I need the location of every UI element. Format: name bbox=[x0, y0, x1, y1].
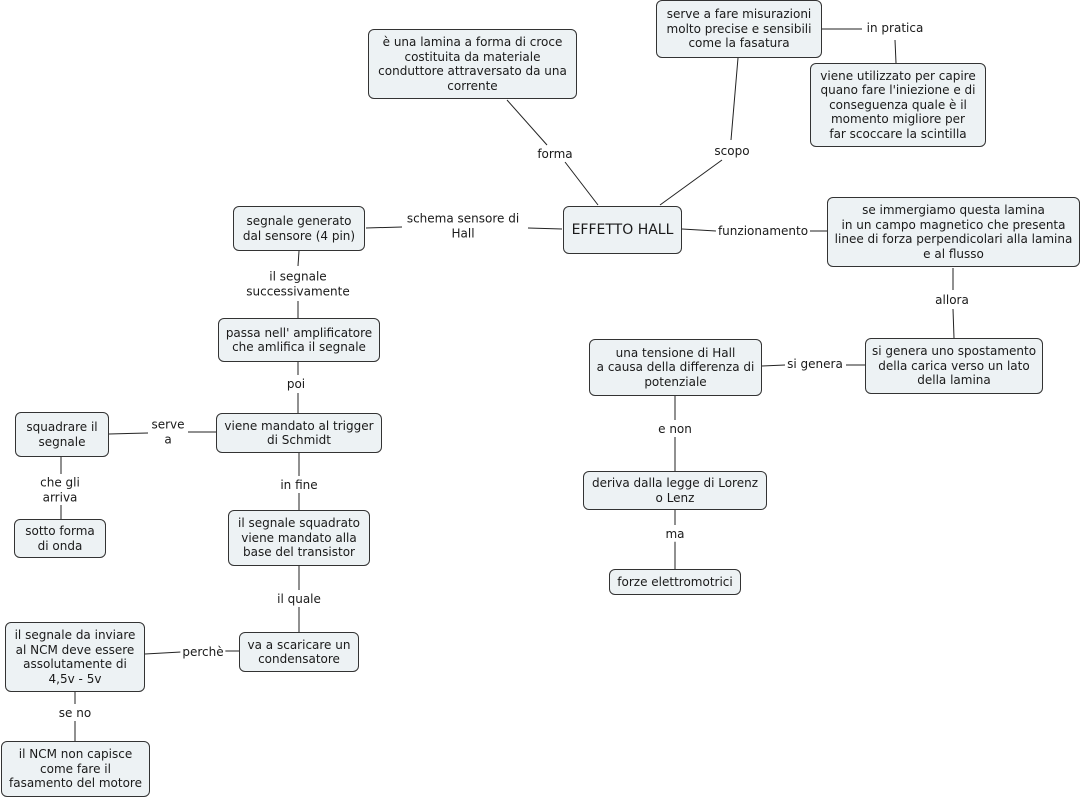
node-trigger[interactable]: viene mandato al trigger di Schmidt bbox=[216, 413, 382, 453]
node-onda[interactable]: sotto forma di onda bbox=[14, 519, 106, 558]
node-squadrato[interactable]: il segnale squadrato viene mandato alla … bbox=[228, 510, 370, 566]
node-forze[interactable]: forze elettromotrici bbox=[609, 569, 741, 595]
edge-line bbox=[681, 228, 717, 232]
node-amplificatore[interactable]: passa nell' amplificatore che amlifica i… bbox=[218, 318, 380, 362]
link-label-funzionamento: funzionamento bbox=[715, 223, 811, 239]
link-label-forma: forma bbox=[535, 146, 575, 162]
link-label-allora: allora bbox=[933, 292, 971, 308]
link-label-il-quale: il quale bbox=[275, 591, 323, 607]
edge-line bbox=[144, 651, 182, 655]
link-label-che-gli-arriva: che gli arriva bbox=[38, 475, 82, 505]
edge-line bbox=[506, 99, 548, 146]
link-label-in-pratica: in pratica bbox=[864, 20, 926, 36]
node-tensione[interactable]: una tensione di Hall a causa della diffe… bbox=[589, 339, 762, 396]
edge-line bbox=[730, 57, 739, 141]
edge-line bbox=[952, 308, 955, 339]
edge-line bbox=[108, 432, 149, 435]
edge-line bbox=[527, 227, 563, 230]
node-condensatore[interactable]: va a scaricare un condensatore bbox=[239, 632, 359, 672]
node-segnale-generato[interactable]: segnale generato dal sensore (4 pin) bbox=[233, 206, 365, 251]
edge-line bbox=[659, 159, 723, 206]
edge-line bbox=[761, 364, 786, 367]
link-label-e-non: e non bbox=[656, 421, 694, 437]
node-iniezione[interactable]: viene utilizzato per capire quano fare l… bbox=[810, 63, 986, 147]
link-label-in-fine: in fine bbox=[278, 477, 320, 493]
node-lamina-croce[interactable]: è una lamina a forma di croce costituita… bbox=[368, 29, 577, 99]
edge-line bbox=[297, 250, 300, 267]
link-label-schema-sensore: schema sensore di Hall bbox=[404, 211, 522, 241]
node-misurazioni[interactable]: serve a fare misurazioni molto precise e… bbox=[656, 0, 822, 58]
central-topic-effetto-hall[interactable]: EFFETTO HALL bbox=[563, 206, 682, 254]
node-ncm-inviare[interactable]: il segnale da inviare al NCM deve essere… bbox=[5, 622, 145, 692]
link-label-ma: ma bbox=[663, 526, 687, 542]
node-immergiamo[interactable]: se immergiamo questa lamina in un campo … bbox=[827, 197, 1080, 267]
link-label-si-genera: si genera bbox=[785, 356, 845, 372]
node-spostamento[interactable]: si genera uno spostamento della carica v… bbox=[865, 338, 1043, 394]
edge-line bbox=[365, 226, 403, 229]
link-label-poi: poi bbox=[284, 376, 308, 392]
link-label-perche: perchè bbox=[180, 644, 226, 660]
link-label-se-no: se no bbox=[56, 705, 94, 721]
edge-line bbox=[894, 39, 897, 64]
link-label-serve-a: serve a bbox=[149, 417, 187, 447]
link-label-il-segnale: il segnale successivamente bbox=[244, 269, 352, 299]
link-label-scopo: scopo bbox=[712, 143, 752, 159]
node-squadrare[interactable]: squadrare il segnale bbox=[15, 412, 109, 457]
node-ncm-capisce[interactable]: il NCM non capisce come fare il fasament… bbox=[1, 741, 150, 797]
edge-line bbox=[564, 161, 599, 206]
node-lorenz[interactable]: deriva dalla legge di Lorenz o Lenz bbox=[583, 471, 767, 510]
